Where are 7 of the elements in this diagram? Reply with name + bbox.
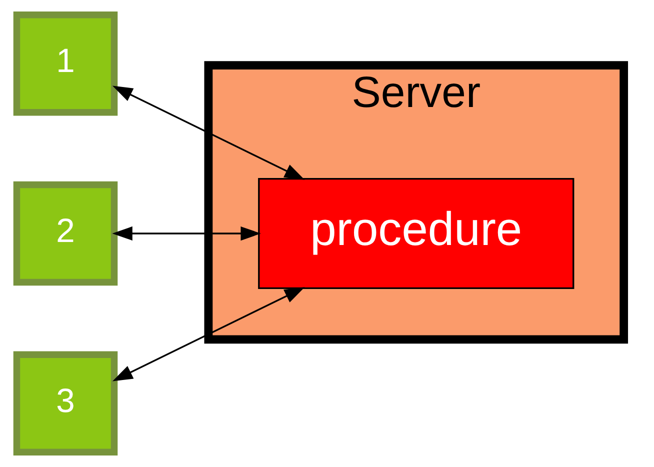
node-box: procedure: [258, 178, 574, 289]
node-box: 1: [13, 12, 118, 116]
node-box: 2: [13, 181, 118, 286]
arrow: [112, 86, 305, 180]
arrow: [112, 287, 305, 382]
arrow: [112, 226, 261, 241]
node-box: 3: [13, 351, 118, 456]
